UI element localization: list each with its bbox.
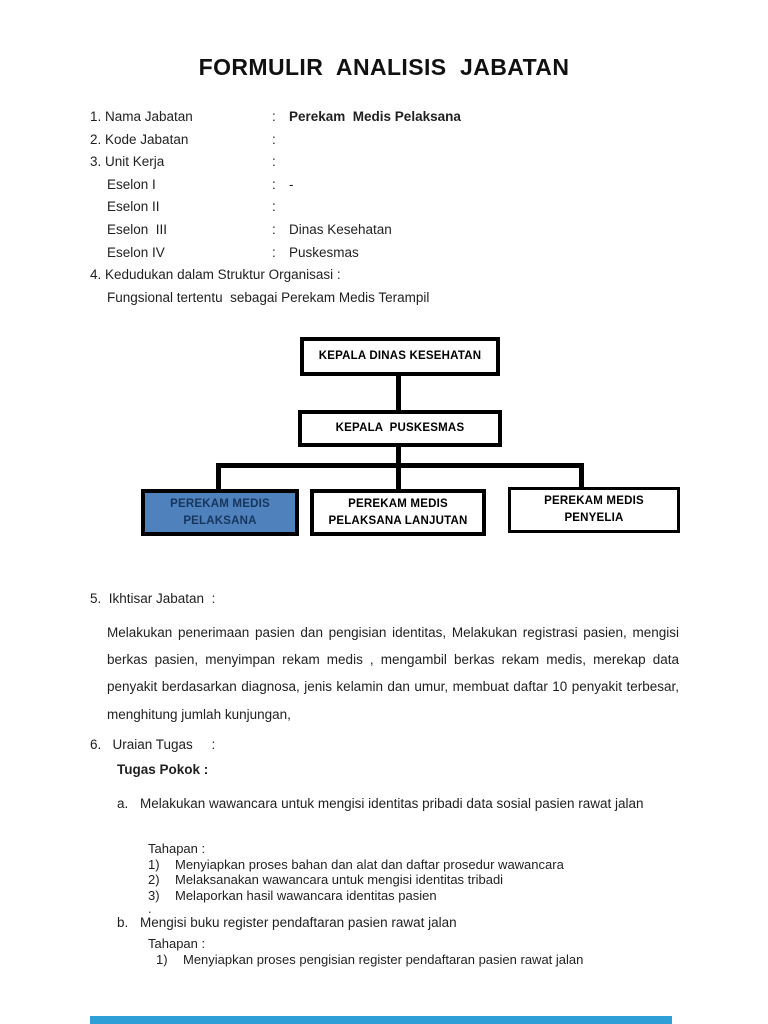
task-b-text: Mengisi buku register pendaftaran pasien… [140,915,457,930]
task-a-text: Melakukan wawancara untuk mengisi identi… [140,796,644,811]
form-value-eselon-4: Puskesmas [289,244,359,260]
form-row: Eselon I:- [90,174,690,197]
org-box-label-line2: PELAKSANA [183,514,257,527]
form-row: Eselon III: Dinas Kesehatan [90,219,690,242]
tahapan-b-label: Tahapan : [148,936,206,951]
org-box-perekam-medis-penyelia: PEREKAM MEDIS PENYELIA [508,487,680,533]
form-label-eselon-2: Eselon II [107,199,160,215]
org-box-kepala-dinas-kesehatan: KEPALA DINAS KESEHATAN [300,337,500,376]
step-text: Melaporkan hasil wawancara identitas pas… [175,887,437,903]
org-box-perekam-medis-pelaksana: PEREKAM MEDIS PELAKSANA [141,489,299,536]
tahapan-a: Tahapan : 1) Menyiapkan proses bahan dan… [148,841,688,915]
item4-value: Fungsional tertentu sebagai Perekam Medi… [107,289,430,305]
form-value-nama-jabatan: Perekam Medis Pelaksana [289,109,461,124]
next-page-blue-band [90,1016,672,1024]
tahapan-a-label: Tahapan : [148,841,206,856]
form-label-nama-jabatan: 1. Nama Jabatan [90,109,193,124]
form-row: 1. Nama Jabatan: Perekam Medis Pelaksana [90,106,690,129]
trailing-dot: . [148,901,152,917]
tahapan-a-step-2: 2) Melaksanakan wawancara untuk mengisi … [148,872,688,887]
org-box-label-line2: PELAKSANA LANJUTAN [328,514,468,527]
org-connector-horizontal [216,463,584,468]
step-number: 1) [148,857,160,872]
org-box-perekam-medis-pelaksana-lanjutan: PEREKAM MEDIS PELAKSANA LANJUTAN [310,489,486,536]
form-label-kode-jabatan: 2. Kode Jabatan [90,131,189,147]
org-connector-stub-right [579,463,584,489]
task-a: a. Melakukan wawancara untuk mengisi ide… [117,791,679,817]
section6-heading: 6. Uraian Tugas : [90,737,216,752]
item4-label: 4. Kedudukan dalam Struktur Organisasi : [90,267,341,283]
tahapan-a-step-1: 1) Menyiapkan proses bahan dan alat dan … [148,857,688,872]
tugas-pokok-heading: Tugas Pokok : [117,762,209,777]
form-colon: : [272,244,276,260]
form-value-eselon-1: - [289,176,294,192]
step-text: Menyiapkan proses bahan dan alat dan daf… [175,857,564,872]
step-number: 1) [156,952,168,967]
tahapan-b-step-1: 1) Menyiapkan proses pengisian register … [148,952,688,967]
form-label-eselon-3: Eselon III [107,221,168,237]
section5-body: Melakukan penerimaan pasien dan pengisia… [107,625,679,722]
tahapan-b: Tahapan : 1) Menyiapkan proses pengisian… [148,936,688,967]
step-number: 2) [148,872,160,888]
form-colon: : [272,131,276,147]
form-row: Eselon IV: Puskesmas [90,242,690,265]
form-colon: : [272,199,276,215]
form-label-eselon-4: Eselon IV [107,244,165,260]
page-title: FORMULIR ANALISIS JABATAN [198,54,570,80]
form-label-eselon-1: Eselon I [107,176,156,192]
form-label-unit-kerja: 3. Unit Kerja [90,154,165,170]
tahapan-a-step-3: 3) Melaporkan hasil wawancara identitas … [148,888,688,903]
form-colon: : [272,154,276,170]
org-box-label-line1: PEREKAM MEDIS [348,497,448,510]
form-colon: : [272,109,276,124]
step-number: 3) [148,887,160,903]
form-row: 3. Unit Kerja: [90,151,690,174]
form-row: 2. Kode Jabatan: [90,129,690,152]
form-value-eselon-3: Dinas Kesehatan [289,221,392,237]
section5-heading: 5. Ikhtisar Jabatan : [90,591,216,606]
org-box-label-line1: PEREKAM MEDIS [544,495,644,507]
form-row: Eselon II: [90,196,690,219]
step-text: Menyiapkan proses pengisian register pen… [183,952,584,967]
job-form: 1. Nama Jabatan:Perekam Medis Pelaksana … [90,106,690,309]
step-text: Melaksanakan wawancara untuk mengisi ide… [175,872,504,888]
task-b: b. Mengisi buku register pendaftaran pas… [117,910,679,936]
org-connector-middle [396,447,401,463]
task-a-letter: a. [117,796,129,811]
org-box-label-line2: PENYELIA [564,512,624,524]
org-connector-stub-left [216,463,221,489]
org-box-label-line1: PEREKAM MEDIS [170,497,270,510]
org-connector-top [396,376,401,410]
org-connector-stub-middle [396,463,401,489]
form-colon: : [272,221,276,237]
org-box-kepala-puskesmas: KEPALA PUSKESMAS [298,410,502,447]
form-colon: : [272,176,276,192]
task-b-letter: b. [117,915,129,930]
